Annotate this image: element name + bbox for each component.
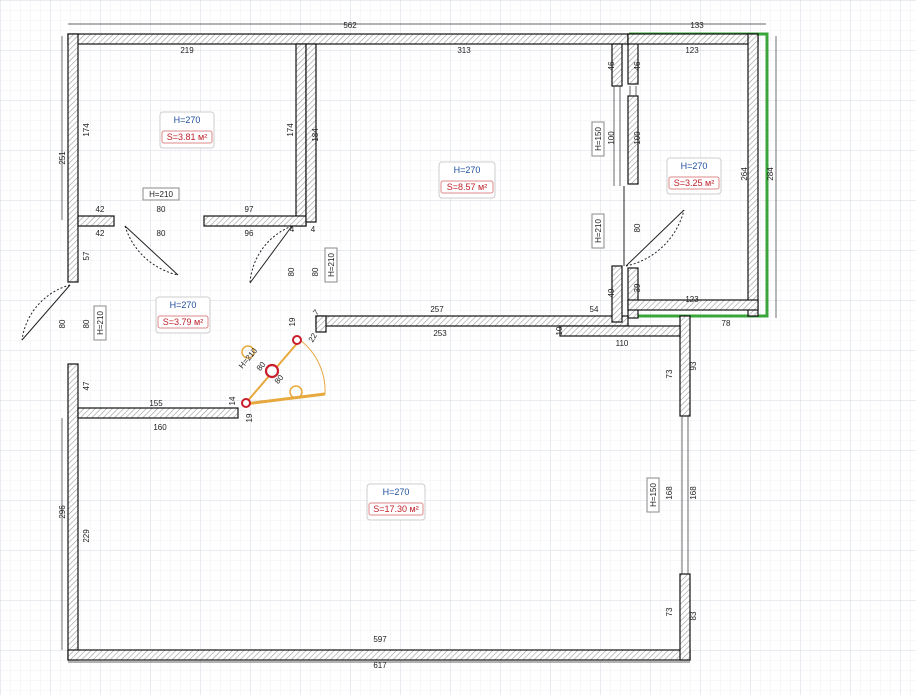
room-height: H=270 — [170, 300, 197, 310]
dim-text: 54 — [590, 305, 599, 314]
dim-text: 96 — [245, 229, 254, 238]
dim-top-total: 562 — [343, 21, 357, 30]
dim-text: 4 — [311, 225, 316, 234]
dim-text: 284 — [766, 167, 775, 181]
dim-text: 174 — [286, 123, 295, 137]
dim-top-balcony: 133 — [690, 21, 704, 30]
dim-text: 168 — [689, 486, 698, 500]
dim-text: 123 — [685, 46, 699, 55]
room-height: H=270 — [681, 161, 708, 171]
door-height-label: H=210 — [96, 311, 105, 335]
dim-text: 78 — [722, 319, 731, 328]
dim-text: 219 — [180, 46, 194, 55]
room-label-balcony: H=270 S=3.25 м² — [666, 157, 722, 195]
door-height-label: H=210 — [327, 253, 336, 277]
window-height-label: H=150 — [594, 127, 603, 151]
dim-text: 19 — [245, 413, 254, 422]
dim-text: 155 — [149, 399, 163, 408]
room-height: H=270 — [383, 487, 410, 497]
diagonal-door — [241, 335, 326, 408]
dim-text: 80 — [633, 223, 642, 232]
dim-text: 80 — [82, 319, 91, 328]
dim-text: 83 — [689, 611, 698, 620]
dim-text: 80 — [287, 267, 296, 276]
doors — [21, 186, 685, 341]
dim-text: 10 — [555, 326, 564, 335]
dim-text: 264 — [740, 167, 749, 181]
dim-text: 110 — [616, 339, 629, 348]
dim-text: 57 — [82, 251, 91, 260]
window-height-label: H=150 — [649, 483, 658, 507]
dim-text: 617 — [373, 661, 387, 670]
room-height: H=270 — [454, 165, 481, 175]
dim-text: 39 — [633, 283, 642, 292]
dim-text: 80 — [58, 319, 67, 328]
dim-text: 160 — [153, 423, 167, 432]
dim-text: 93 — [689, 361, 698, 370]
room-label-bath: H=270 S=3.81 м² — [159, 111, 215, 149]
windows — [613, 86, 689, 574]
room-label-living: H=270 S=17.30 м² — [366, 483, 426, 521]
dim-text: 42 — [96, 229, 105, 238]
room-label-hall: H=270 S=3.79 м² — [155, 296, 211, 334]
room-area: S=3.81 м² — [167, 132, 207, 142]
dim-text: 168 — [665, 486, 674, 500]
dim-text: 80 — [157, 229, 166, 238]
dim-text: 80 — [157, 205, 166, 214]
dim-text: 14 — [228, 396, 237, 405]
dim-text: 19 — [288, 317, 297, 326]
dim-text: 100 — [633, 131, 642, 145]
dim-text: 174 — [82, 123, 91, 137]
dim-text: 97 — [245, 205, 254, 214]
dim-text: 80 — [311, 267, 320, 276]
room-area: S=8.57 м² — [447, 182, 487, 192]
dim-text: 4 — [290, 225, 295, 234]
room-area: S=3.25 м² — [674, 178, 714, 188]
dim-text: 49 — [607, 288, 616, 297]
door-height-label: H=210 — [149, 190, 173, 199]
dim-text: 296 — [58, 505, 67, 519]
dim-text: 313 — [457, 46, 471, 55]
dim-text: 46 — [633, 61, 642, 70]
dim-text: 123 — [685, 295, 699, 304]
walls — [67, 33, 759, 661]
dim-text: 46 — [607, 61, 616, 70]
dim-text: 229 — [82, 529, 91, 543]
dim-text: 257 — [430, 305, 444, 314]
outer-dimension-lines — [61, 23, 777, 663]
room-area: S=17.30 м² — [373, 504, 418, 514]
dim-text: 73 — [665, 369, 674, 378]
dim-text: 7 — [311, 307, 321, 317]
room-area: S=3.79 м² — [163, 317, 203, 327]
room-label-bedroom: H=270 S=8.57 м² — [438, 161, 496, 199]
room-height: H=270 — [174, 115, 201, 125]
dim-text: 73 — [665, 607, 674, 616]
dim-text: 184 — [311, 128, 320, 142]
dim-text: 253 — [433, 329, 447, 338]
door-height-label: H=210 — [594, 219, 603, 243]
dim-text: 47 — [82, 381, 91, 390]
dim-text: 251 — [58, 151, 67, 165]
dim-text: 597 — [373, 635, 387, 644]
dim-text: 42 — [96, 205, 105, 214]
dim-text: 100 — [607, 131, 616, 145]
